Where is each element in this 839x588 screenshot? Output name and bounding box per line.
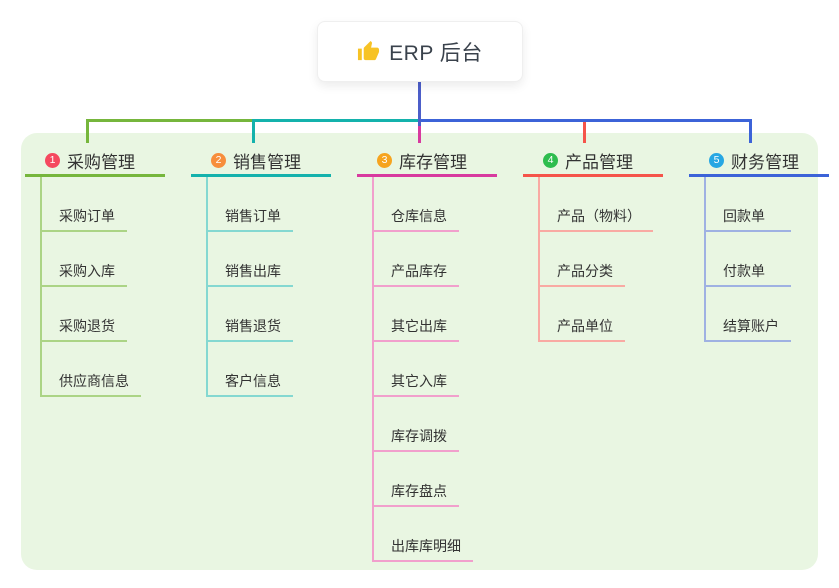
branch-number-badge: 1 <box>45 153 60 168</box>
child-node[interactable]: 库存盘点 <box>374 452 459 507</box>
root-node[interactable]: ERP 后台 <box>317 21 523 82</box>
branch-children: 产品（物料） 产品分类 产品单位 <box>538 177 653 342</box>
child-node[interactable]: 产品分类 <box>540 232 625 287</box>
branch-children: 采购订单 采购入库 采购退货 供应商信息 <box>40 177 141 397</box>
child-node[interactable]: 出库库明细 <box>374 507 473 562</box>
child-node[interactable]: 付款单 <box>706 232 791 287</box>
branch-children: 销售订单 销售出库 销售退货 客户信息 <box>206 177 293 397</box>
branch-heading[interactable]: 5 财务管理 <box>689 147 829 177</box>
child-node[interactable]: 产品单位 <box>540 287 625 342</box>
branch-title: 财务管理 <box>731 153 799 172</box>
child-node[interactable]: 其它出库 <box>374 287 459 342</box>
branch-sales: 2 销售管理 销售订单 销售出库 销售退货 客户信息 <box>191 147 351 397</box>
branch-title: 库存管理 <box>399 153 467 172</box>
thumbs-up-icon <box>357 40 380 63</box>
root-title: ERP 后台 <box>389 41 483 65</box>
branch-title: 销售管理 <box>233 153 301 172</box>
child-node[interactable]: 其它入库 <box>374 342 459 397</box>
child-node[interactable]: 销售订单 <box>208 177 293 232</box>
branch-product: 4 产品管理 产品（物料） 产品分类 产品单位 <box>523 147 683 342</box>
child-node[interactable]: 结算账户 <box>706 287 791 342</box>
child-node[interactable]: 供应商信息 <box>42 342 141 397</box>
branch-number-badge: 5 <box>709 153 724 168</box>
branch-children: 仓库信息 产品库存 其它出库 其它入库 库存调拨 库存盘点 出库库明细 <box>372 177 473 562</box>
branch-heading[interactable]: 4 产品管理 <box>523 147 663 177</box>
child-node[interactable]: 采购入库 <box>42 232 127 287</box>
branch-number-badge: 3 <box>377 153 392 168</box>
branch-purchase: 1 采购管理 采购订单 采购入库 采购退货 供应商信息 <box>25 147 185 397</box>
child-node[interactable]: 销售出库 <box>208 232 293 287</box>
branch-heading[interactable]: 2 销售管理 <box>191 147 331 177</box>
child-node[interactable]: 仓库信息 <box>374 177 459 232</box>
child-node[interactable]: 产品库存 <box>374 232 459 287</box>
branch-number-badge: 2 <box>211 153 226 168</box>
child-node[interactable]: 库存调拨 <box>374 397 459 452</box>
branch-number-badge: 4 <box>543 153 558 168</box>
branch-inventory: 3 库存管理 仓库信息 产品库存 其它出库 其它入库 库存调拨 库存盘点 出库库… <box>357 147 517 562</box>
branch-heading[interactable]: 3 库存管理 <box>357 147 497 177</box>
child-node[interactable]: 销售退货 <box>208 287 293 342</box>
child-node[interactable]: 采购订单 <box>42 177 127 232</box>
branch-title: 采购管理 <box>67 153 135 172</box>
branch-title: 产品管理 <box>565 153 633 172</box>
child-node[interactable]: 采购退货 <box>42 287 127 342</box>
child-node[interactable]: 产品（物料） <box>540 177 653 232</box>
branch-heading[interactable]: 1 采购管理 <box>25 147 165 177</box>
branches-panel <box>21 133 818 570</box>
branch-children: 回款单 付款单 结算账户 <box>704 177 791 342</box>
branch-finance: 5 财务管理 回款单 付款单 结算账户 <box>689 147 839 342</box>
child-node[interactable]: 回款单 <box>706 177 791 232</box>
child-node[interactable]: 客户信息 <box>208 342 293 397</box>
